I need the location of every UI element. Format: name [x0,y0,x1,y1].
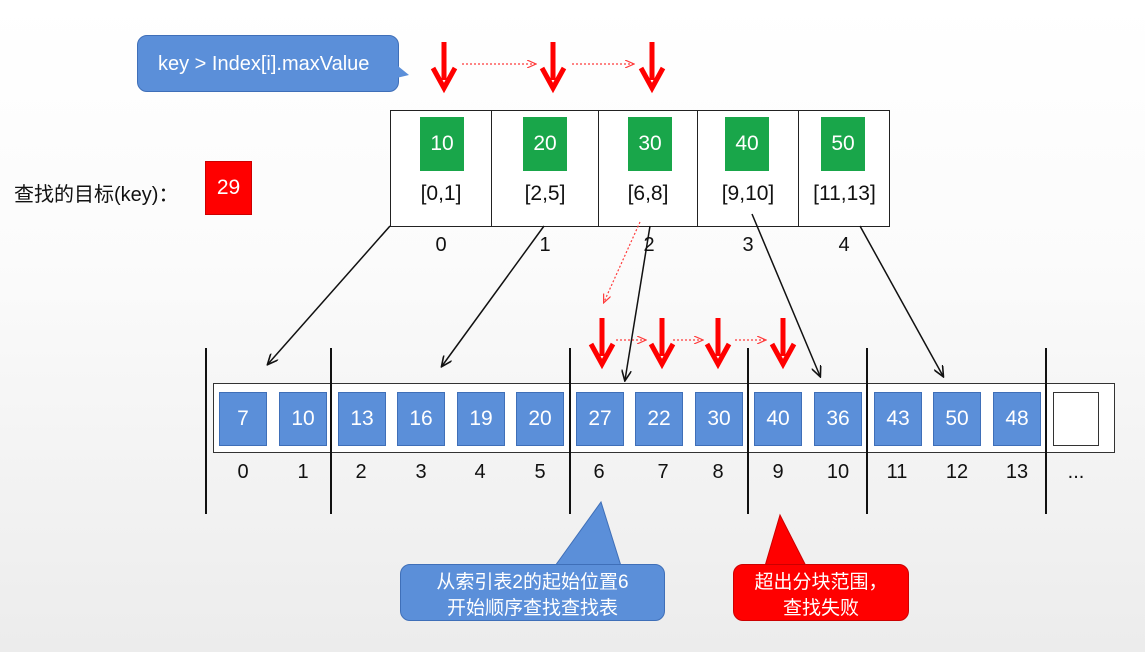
array-index: 9 [772,461,784,483]
bubble-tail [554,500,622,567]
array-cell-empty [1053,392,1099,446]
array-index: 0 [237,461,249,483]
callout-tail [388,58,409,80]
red-dotted-arrow [604,221,641,302]
index-block-arrow [625,225,651,380]
red-down-arrow-icon [638,42,666,94]
array-cell-7: 22 [635,392,683,446]
array-cell-11: 43 [874,392,922,446]
array-index: 10 [826,461,850,483]
array-cell-3: 16 [397,392,445,446]
index-table: 10 [0,1] 20 [2,5] 30 [6,8] 40 [9,10] 50 … [390,110,890,227]
index-cell-3: 40 [9,10] [698,111,799,226]
array-index: 5 [534,461,546,483]
array-cell-9: 40 [754,392,802,446]
array-cell-5: 20 [516,392,564,446]
index-cell-4: 50 [11,13] [799,111,890,226]
red-down-arrow-icon [769,318,797,370]
array-cell-12: 50 [933,392,981,446]
index-range: [0,1] [420,182,462,205]
red-down-arrow-icon [430,42,458,94]
index-number: 4 [838,234,850,256]
callout-line: 开始顺序查找查找表 [446,598,618,619]
array-index-ellipsis: ... [1067,461,1085,483]
callout-line: 查找失败 [782,598,859,619]
index-cell-1: 20 [2,5] [492,111,599,226]
callout-text: key > Index[i].maxValue [158,53,370,75]
index-max-value: 30 [628,117,672,171]
block-divider [747,348,749,514]
block-divider [866,348,868,514]
index-max-value: 50 [821,117,865,171]
array-cell-13: 48 [993,392,1041,446]
index-number: 1 [539,234,551,256]
block-divider [205,348,207,514]
index-block-arrow [268,225,391,364]
index-block-arrow [751,213,820,376]
index-max-value: 10 [420,117,464,171]
array-index: 12 [945,461,969,483]
array-index: 8 [712,461,724,483]
red-down-arrow-icon [704,318,732,370]
target-key-label: 查找的目标(key)： [14,184,179,206]
array-cell-4: 19 [457,392,505,446]
search-failed-callout: 超出分块范围， 查找失败 [733,564,909,621]
array-index: 13 [1005,461,1029,483]
array-cell-8: 30 [695,392,743,446]
block-divider [1045,348,1047,514]
bubble-tail [764,513,807,567]
red-down-arrow-icon [588,318,616,370]
index-max-value: 20 [523,117,567,171]
callout-line: 超出分块范围， [754,572,888,593]
index-max-value: 40 [725,117,769,171]
red-down-arrow-icon [648,318,676,370]
block-divider [569,348,571,514]
index-range: [11,13] [813,182,876,205]
index-cell-2: 30 [6,8] [599,111,698,226]
array-cell-1: 10 [279,392,327,446]
index-number: 3 [742,234,754,256]
array-index: 7 [657,461,669,483]
red-down-arrow-icon [539,42,567,94]
start-search-callout: 从索引表2的起始位置6 开始顺序查找查找表 [400,564,665,621]
array-index: 1 [297,461,309,483]
array-index: 3 [415,461,427,483]
index-number: 0 [435,234,447,256]
index-cell-0: 10 [0,1] [391,111,492,226]
array-cell-6: 27 [576,392,624,446]
target-key-value: 29 [205,161,252,215]
index-range: [9,10] [721,182,775,205]
array-index: 2 [355,461,367,483]
block-divider [330,348,332,514]
callout-line: 从索引表2的起始位置6 [436,572,629,593]
array-cell-2: 13 [338,392,386,446]
index-number: 2 [643,234,655,256]
array-cell-0: 7 [219,392,267,446]
callout-max-value-condition: key > Index[i].maxValue [137,35,399,92]
array-index: 6 [593,461,605,483]
array-index: 4 [474,461,486,483]
array-index: 11 [886,461,908,483]
index-range: [2,5] [524,182,566,205]
index-range: [6,8] [627,182,669,205]
index-block-arrow [859,225,943,376]
array-cell-10: 36 [814,392,862,446]
index-block-arrow [442,225,545,366]
